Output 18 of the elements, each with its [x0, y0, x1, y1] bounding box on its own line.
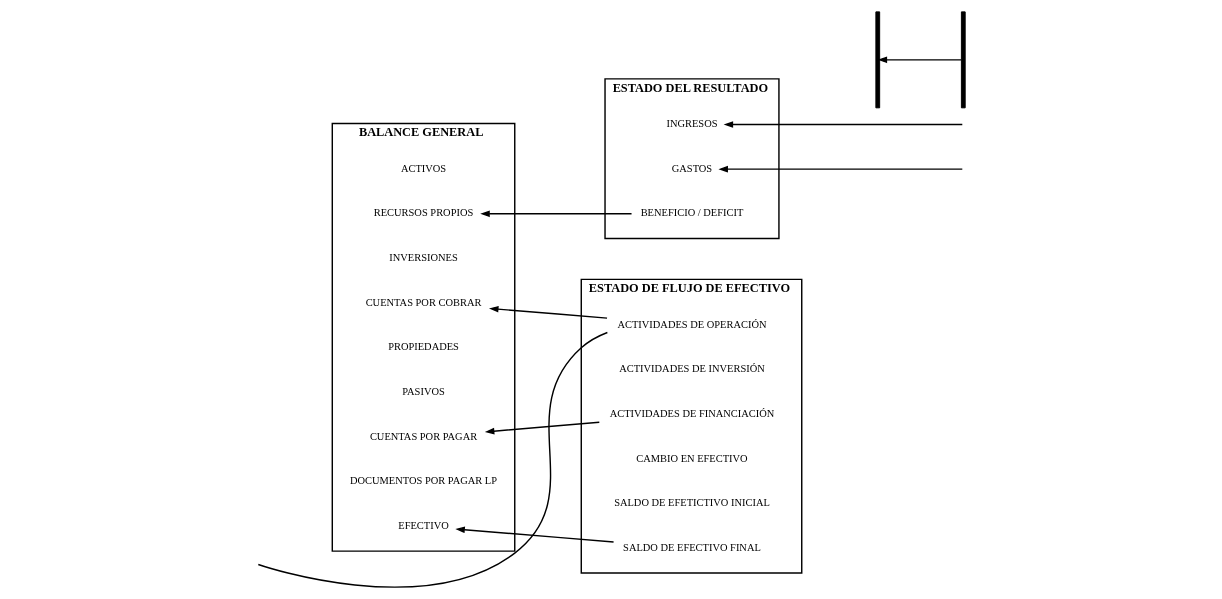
node-text: ACTIVIDADES DE INVERSIÓN	[619, 363, 765, 375]
node-text: DOCUMENTOS POR PAGAR LP	[350, 475, 498, 487]
node-text: CUENTAS POR PAGAR	[369, 430, 478, 442]
node-text: INGRESOS	[666, 118, 718, 130]
node-text: RECURSOS PROPIOS	[373, 207, 474, 219]
node-text: CAMBIO EN EFECTIVO	[636, 452, 748, 464]
node-text: SALDO DE EFETICTIVO INICIAL	[614, 497, 770, 509]
node-text: EFECTIVO	[398, 520, 449, 532]
node-text: PROPIEDADES	[388, 341, 459, 353]
node-text: PASIVOS	[402, 386, 445, 398]
node-text: GASTOS	[671, 162, 713, 174]
node-text: ACTIVIDADES DE FINANCIACIÓN	[609, 407, 775, 419]
node-text: BENEFICIO / DEFICIT	[640, 207, 744, 219]
node-text: ACTIVOS	[400, 162, 447, 174]
node-text: ACTIVIDADES DE OPERACIÓN	[617, 318, 767, 330]
node-text: INVERSIONES	[389, 252, 458, 264]
node-text: CUENTAS POR COBRAR	[365, 296, 482, 308]
node-text: SALDO DE EFECTIVO FINAL	[623, 541, 761, 553]
